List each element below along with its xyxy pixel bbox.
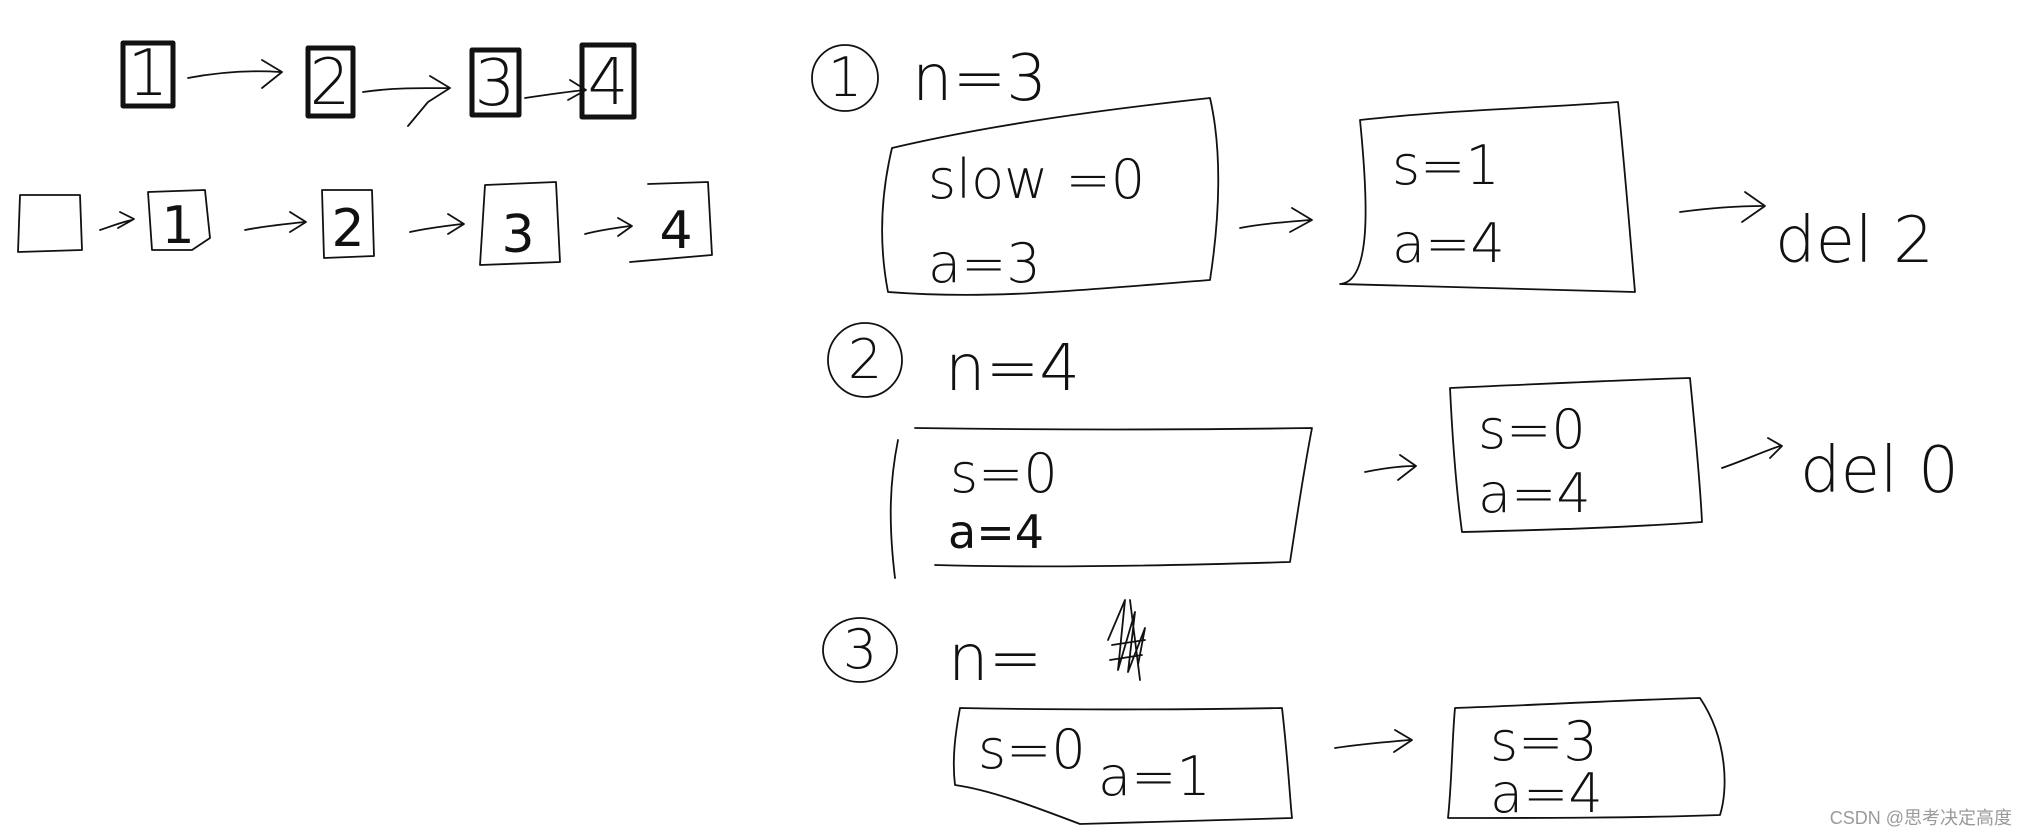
state-box bbox=[889, 427, 1313, 579]
case-1: 1 n=3 slow =0 a=3 s=1 a=4 del 2 bbox=[811, 42, 1934, 296]
state-line: a=4 bbox=[948, 505, 1044, 559]
state-box bbox=[1447, 697, 1726, 819]
node-label: 4 bbox=[659, 201, 692, 261]
arrow bbox=[244, 211, 307, 233]
result-label: del 0 bbox=[1800, 434, 1959, 508]
state-line: a=1 bbox=[1098, 745, 1211, 808]
state-box bbox=[1449, 377, 1703, 533]
list-node: 1 bbox=[120, 37, 176, 111]
dummy-linked-list: 1 2 3 4 bbox=[17, 181, 713, 266]
case-3: 3 n= s=0 a=1 s=3 a=4 bbox=[822, 599, 1726, 825]
case-marker: 2 bbox=[827, 322, 903, 398]
state-line: s=3 bbox=[1490, 710, 1598, 773]
node-label: 4 bbox=[588, 46, 629, 120]
arrow bbox=[1334, 729, 1413, 753]
case-number: 1 bbox=[828, 46, 862, 109]
list-node: 4 bbox=[629, 181, 713, 263]
state-line: a=3 bbox=[928, 232, 1041, 295]
result-label: del 2 bbox=[1775, 204, 1934, 278]
arrow bbox=[1679, 191, 1766, 223]
n-label: n= bbox=[948, 622, 1042, 696]
scribble-icon bbox=[1107, 599, 1146, 681]
state-line: a=4 bbox=[1490, 762, 1603, 825]
node-label: 1 bbox=[161, 196, 194, 256]
list-node: 2 bbox=[321, 189, 375, 259]
state-line: slow =0 bbox=[928, 148, 1145, 211]
case-2: 2 n=4 s=0 a=4 s=0 a=4 del 0 bbox=[827, 322, 1959, 579]
arrow bbox=[187, 59, 283, 89]
list-node: 2 bbox=[305, 45, 356, 120]
list-node: 3 bbox=[469, 47, 522, 121]
arrow bbox=[1239, 207, 1313, 233]
node-label: 1 bbox=[128, 37, 169, 111]
list-node: 1 bbox=[147, 189, 211, 256]
case-marker: 1 bbox=[811, 44, 879, 112]
n-label: n=4 bbox=[945, 332, 1080, 406]
arrow bbox=[524, 79, 587, 101]
state-line: s=0 bbox=[1478, 398, 1586, 461]
state-line: s=0 bbox=[950, 442, 1058, 505]
watermark: CSDN @思考决定高度 bbox=[1829, 808, 2012, 828]
node-label: 2 bbox=[310, 46, 351, 120]
arrow bbox=[1721, 437, 1783, 469]
state-line: s=1 bbox=[1392, 134, 1500, 197]
node-label: 3 bbox=[501, 205, 534, 265]
arrow bbox=[1364, 454, 1417, 481]
state-line: s=0 bbox=[978, 718, 1086, 781]
state-box bbox=[1339, 101, 1636, 293]
arrow bbox=[99, 211, 135, 231]
list-node: 3 bbox=[479, 181, 561, 266]
state-box bbox=[881, 97, 1220, 296]
node-label: 2 bbox=[331, 199, 364, 259]
state-line: a=4 bbox=[1392, 212, 1505, 275]
arrow bbox=[584, 217, 633, 237]
dummy-node bbox=[17, 194, 83, 253]
list-node: 4 bbox=[579, 42, 637, 120]
arrow bbox=[362, 75, 451, 127]
state-box bbox=[952, 707, 1293, 825]
case-number: 3 bbox=[843, 618, 877, 681]
arrow bbox=[409, 213, 465, 235]
case-number: 2 bbox=[848, 328, 882, 391]
node-label: 3 bbox=[475, 47, 516, 121]
n-label: n=3 bbox=[912, 42, 1047, 116]
state-line: a=4 bbox=[1478, 462, 1591, 525]
case-marker: 3 bbox=[822, 617, 898, 683]
top-linked-list: 1 2 3 4 bbox=[120, 37, 637, 127]
